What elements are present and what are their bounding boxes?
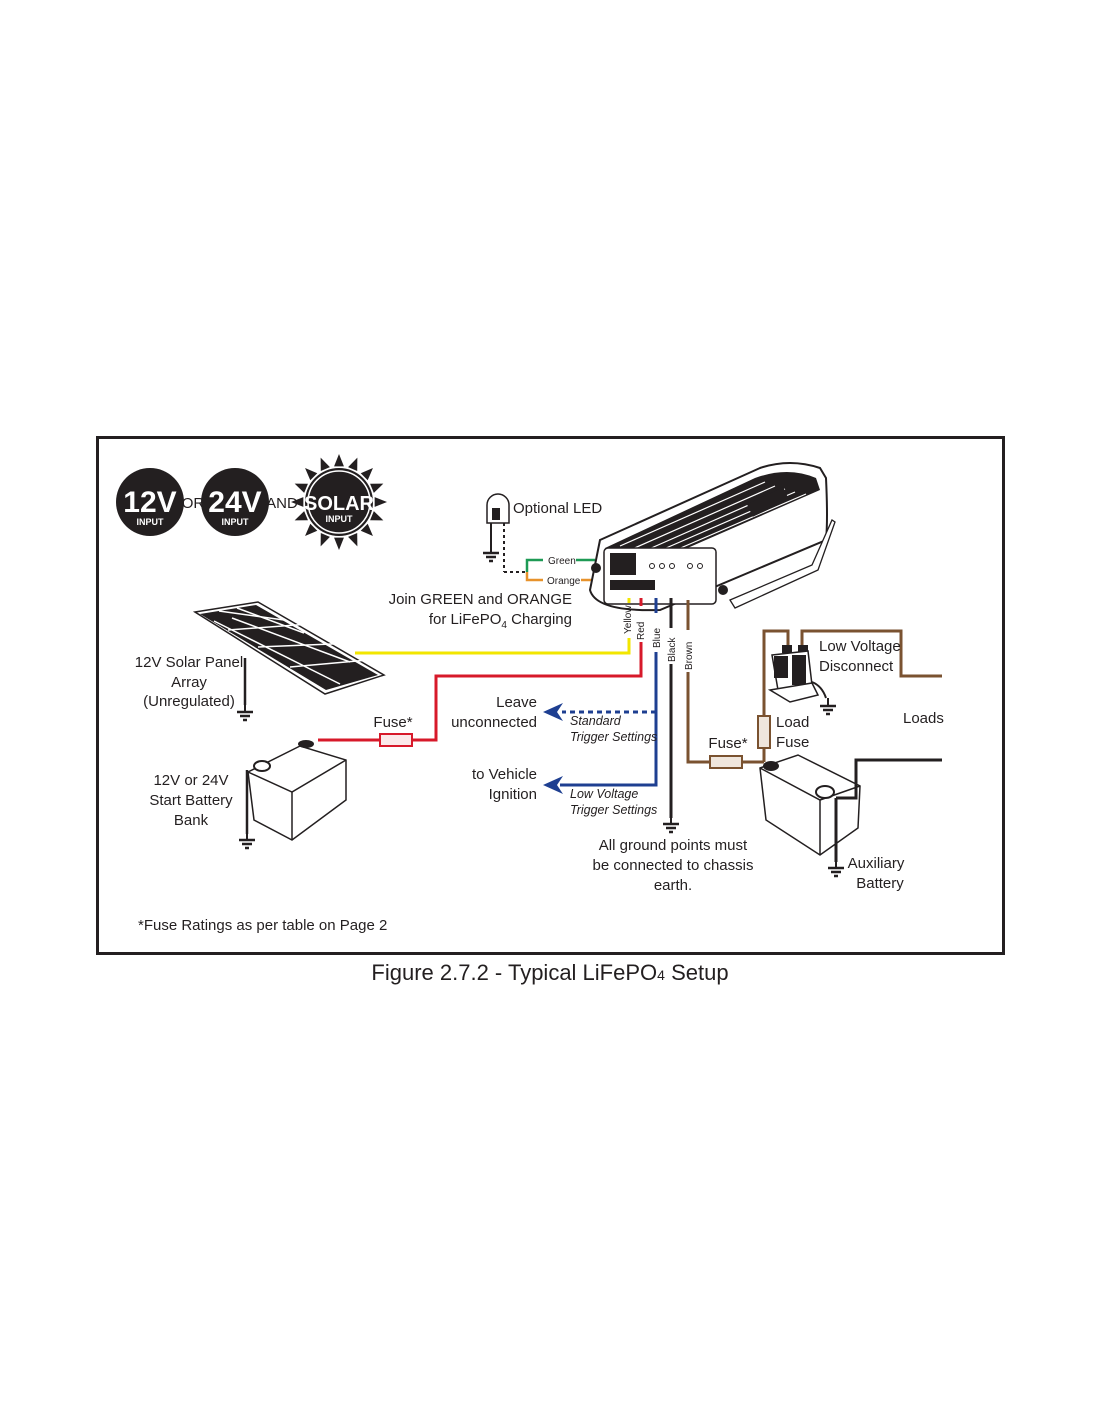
sun-ray bbox=[305, 523, 318, 536]
fuse-left-icon bbox=[379, 733, 413, 747]
fuse-right-label: Fuse* bbox=[708, 735, 747, 752]
badge-solar-label: SOLAR bbox=[304, 493, 375, 515]
arrow-ignition-icon bbox=[543, 776, 563, 794]
device-wire-labels: Yellow Red Blue Black Brown bbox=[623, 605, 695, 670]
leave-unconnected-label: Leave unconnected Standard Trigger Setti… bbox=[451, 694, 657, 744]
sun-ray bbox=[360, 468, 373, 481]
wire-label-blue: Blue bbox=[652, 628, 663, 648]
arrow-leave-icon bbox=[543, 703, 563, 721]
svg-text:Auxiliary: Auxiliary bbox=[848, 855, 905, 872]
sun-icon bbox=[291, 454, 387, 550]
solar-panel-icon bbox=[192, 601, 386, 722]
low-voltage-disconnect-icon bbox=[767, 645, 838, 716]
wire-label-black: Black bbox=[667, 637, 678, 662]
svg-text:Load: Load bbox=[776, 714, 809, 731]
svg-text:unconnected: unconnected bbox=[451, 714, 537, 731]
orange-wire bbox=[525, 572, 543, 582]
optional-led-label: Optional LED bbox=[513, 500, 602, 517]
svg-text:Fuse: Fuse bbox=[776, 734, 809, 751]
svg-text:Battery: Battery bbox=[856, 875, 904, 892]
yellow-wire bbox=[355, 598, 631, 655]
badge-24v-sub: INPUT bbox=[222, 517, 250, 527]
fuse-left-label: Fuse* bbox=[373, 714, 412, 731]
start-battery-label: 12V or 24V Start Battery Bank bbox=[149, 772, 233, 829]
sun-ray bbox=[334, 537, 344, 550]
load-fuse-label: Load Fuse bbox=[776, 714, 809, 751]
ground-note: All ground points must be connected to c… bbox=[593, 837, 754, 894]
svg-text:Trigger Settings: Trigger Settings bbox=[570, 730, 657, 744]
sun-ray bbox=[370, 511, 384, 521]
sun-ray bbox=[291, 497, 304, 507]
fuse-right-icon bbox=[709, 755, 743, 769]
badge-solar-sub: INPUT bbox=[326, 514, 354, 524]
and-label: AND bbox=[266, 495, 298, 512]
svg-text:Start Battery: Start Battery bbox=[149, 792, 233, 809]
join-note-line2: for LiFePO4 Charging bbox=[429, 611, 572, 631]
svg-text:Trigger Settings: Trigger Settings bbox=[570, 803, 657, 817]
badge-12v-label: 12V bbox=[123, 486, 176, 519]
blue-wire bbox=[543, 598, 658, 794]
wire-label-brown: Brown bbox=[684, 642, 695, 670]
svg-text:Leave: Leave bbox=[496, 694, 537, 711]
svg-text:Low Voltage: Low Voltage bbox=[570, 787, 638, 801]
sun-ray bbox=[360, 523, 373, 536]
sun-ray bbox=[320, 533, 330, 547]
badge-12v-input: 12V INPUT bbox=[116, 468, 184, 536]
fuse-footnote: *Fuse Ratings as per table on Page 2 bbox=[138, 917, 387, 934]
diagram-frame bbox=[96, 436, 1005, 955]
svg-text:to Vehicle: to Vehicle bbox=[472, 766, 537, 783]
vehicle-ignition-label: to Vehicle Ignition Low Voltage Trigger … bbox=[472, 766, 657, 817]
svg-text:12V Solar Panel: 12V Solar Panel bbox=[135, 654, 243, 671]
load-fuse-icon bbox=[757, 715, 771, 749]
dc-dc-charger bbox=[588, 462, 836, 612]
svg-text:Disconnect: Disconnect bbox=[819, 658, 894, 675]
input-badges: 12V INPUT OR 24V INPUT AND SOLAR INPUT bbox=[116, 454, 387, 550]
auxiliary-battery-label: Auxiliary Battery bbox=[848, 855, 905, 892]
or-label: OR bbox=[182, 495, 205, 512]
auxiliary-battery-icon bbox=[759, 754, 942, 878]
badge-12v-sub: INPUT bbox=[137, 517, 165, 527]
sun-ray bbox=[334, 454, 344, 467]
optional-led: Optional LED bbox=[481, 493, 602, 573]
green-orange-wires: Green Orange bbox=[525, 556, 595, 587]
figure-caption: Figure 2.7.2 - Typical LiFePO4 Setup bbox=[371, 960, 729, 985]
badge-24v-label: 24V bbox=[208, 486, 261, 519]
wire-label-yellow: Yellow bbox=[623, 605, 634, 634]
sun-ray bbox=[348, 457, 358, 471]
svg-text:Array: Array bbox=[171, 674, 207, 691]
black-wire bbox=[661, 598, 681, 834]
loads-label: Loads bbox=[903, 710, 944, 727]
svg-text:Ignition: Ignition bbox=[489, 786, 537, 803]
svg-text:Low Voltage: Low Voltage bbox=[819, 638, 901, 655]
badge-24v-input: 24V INPUT bbox=[201, 468, 269, 536]
wire-label-red: Red bbox=[636, 622, 647, 640]
green-wire bbox=[525, 558, 543, 572]
svg-text:Standard: Standard bbox=[570, 714, 622, 728]
svg-text:(Unregulated): (Unregulated) bbox=[143, 693, 235, 710]
join-note-line1: Join GREEN and ORANGE bbox=[389, 591, 572, 608]
start-battery-icon bbox=[237, 740, 347, 850]
solar-panel-label: 12V Solar Panel Array (Unregulated) bbox=[135, 654, 243, 710]
sun-ray bbox=[294, 483, 308, 493]
green-wire-label: Green bbox=[548, 556, 576, 567]
red-wire bbox=[318, 598, 643, 747]
sun-ray bbox=[348, 533, 358, 547]
sun-ray bbox=[294, 511, 308, 521]
svg-text:be connected to chassis: be connected to chassis bbox=[593, 857, 754, 874]
brown-wire bbox=[686, 600, 942, 769]
svg-text:All ground points must: All ground points must bbox=[599, 837, 748, 854]
svg-text:earth.: earth. bbox=[654, 877, 692, 894]
badge-solar-input: SOLAR INPUT bbox=[291, 454, 387, 550]
sun-ray bbox=[370, 483, 384, 493]
low-voltage-disconnect-label: Low Voltage Disconnect bbox=[819, 638, 901, 675]
svg-text:12V or 24V: 12V or 24V bbox=[153, 772, 228, 789]
sun-ray bbox=[305, 468, 318, 481]
sun-ray bbox=[374, 497, 387, 507]
sun-ray bbox=[320, 457, 330, 471]
svg-text:Bank: Bank bbox=[174, 812, 209, 829]
orange-wire-label: Orange bbox=[547, 576, 581, 587]
